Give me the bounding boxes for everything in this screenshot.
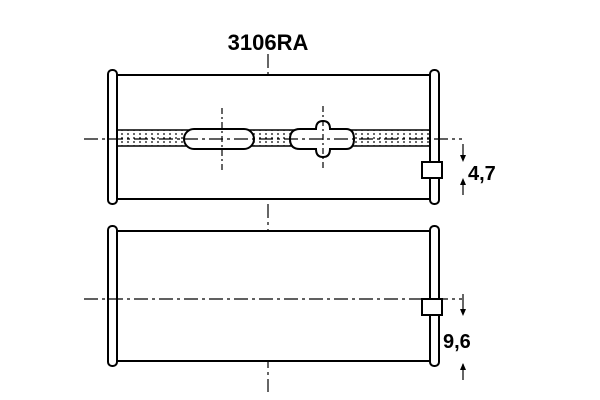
upper-locating-lug: [421, 161, 443, 179]
lower-right-flange: [429, 225, 440, 367]
lower-dim-arrow-down: [460, 309, 466, 316]
upper-dim-arrow-down: [460, 155, 466, 162]
upper-left-flange: [107, 69, 118, 205]
upper-bearing-shell: [107, 69, 443, 205]
lower-locating-lug: [421, 298, 443, 316]
lower-bearing-shell: [107, 225, 443, 367]
upper-dimension: 4,7: [460, 144, 496, 195]
lower-dimension: 9,6: [443, 294, 471, 380]
upper-dimension-label: 4,7: [468, 163, 496, 185]
lower-dimension-label: 9,6: [443, 331, 471, 353]
lower-dim-arrow-up: [460, 363, 466, 370]
upper-right-flange: [429, 69, 440, 205]
upper-dim-arrow-up: [460, 178, 466, 185]
oil-groove: [116, 129, 431, 147]
lower-left-flange: [107, 225, 118, 367]
part-number-label: 3106RA: [228, 30, 309, 55]
lower-shell-body: [116, 230, 431, 362]
